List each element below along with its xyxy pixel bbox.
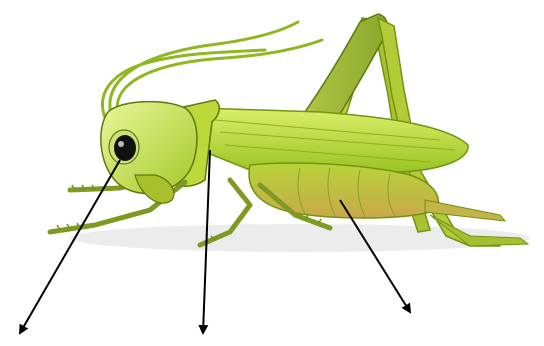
head-pointer-arrow <box>20 160 120 333</box>
eye <box>114 135 136 161</box>
wing <box>200 108 468 172</box>
eye-highlight <box>118 141 124 147</box>
